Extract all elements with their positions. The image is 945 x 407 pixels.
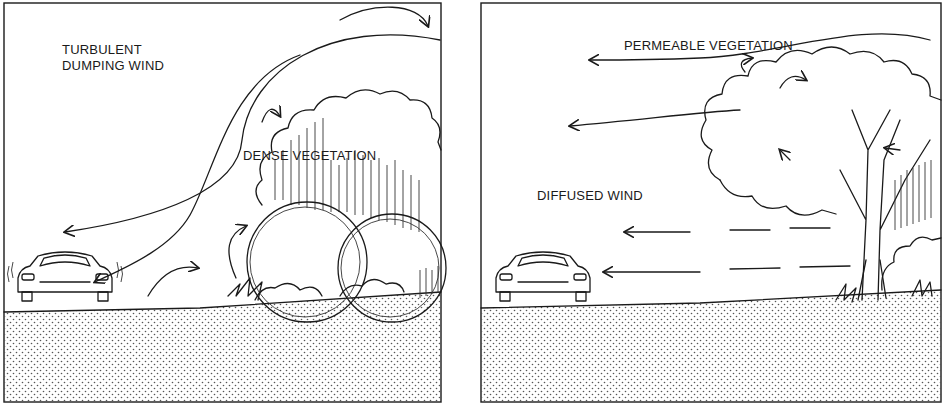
dense-vegetation <box>228 90 446 322</box>
ground <box>4 292 441 402</box>
panel-frame <box>481 3 941 402</box>
car <box>496 252 590 301</box>
panel-frame <box>4 3 441 402</box>
vegetation-label: PERMEABLE VEGETATION <box>624 38 834 54</box>
ground-line <box>4 292 441 312</box>
ground-line <box>481 290 941 308</box>
wind-arrow <box>570 34 930 272</box>
permeable-vegetation <box>701 47 941 302</box>
vegetation-label: DENSE VEGETATION <box>243 148 413 164</box>
ground <box>481 290 941 402</box>
wind-label: DIFFUSED WIND <box>537 188 677 204</box>
wind-label: TURBULENT DUMPING WIND <box>62 42 174 74</box>
